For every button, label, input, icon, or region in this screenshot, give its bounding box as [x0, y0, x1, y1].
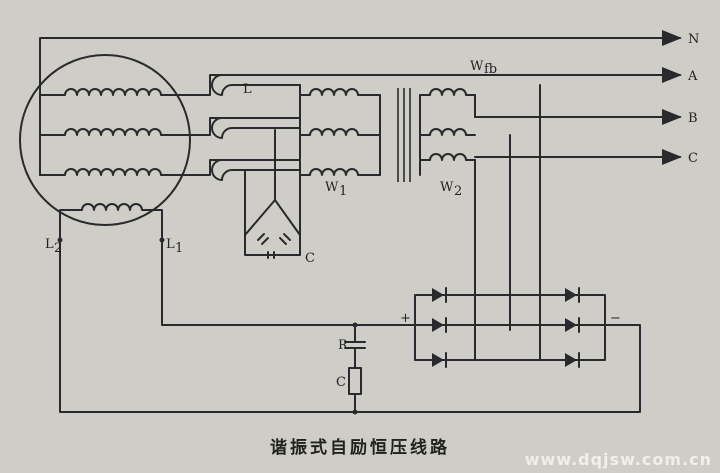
label-l2: L	[45, 237, 54, 252]
transformer-core	[397, 88, 411, 182]
watermark: www.dqjsw.com.cn	[524, 450, 712, 469]
excitation-winding	[59, 203, 163, 241]
label-n: N	[688, 32, 699, 47]
rectifier-bridge	[414, 287, 606, 368]
label-w-feedback-sub: fb	[484, 62, 497, 77]
label-reactor: L	[243, 82, 252, 97]
label-l1-sub: 1	[175, 241, 183, 256]
label-w1: W	[325, 180, 339, 195]
label-b: B	[688, 111, 698, 126]
label-l1: L	[166, 237, 175, 252]
label-plus: +	[400, 311, 411, 326]
label-l2-sub: 2	[54, 241, 62, 256]
label-r: R	[338, 338, 349, 353]
rc-filter	[344, 324, 366, 413]
label-minus: −	[610, 311, 621, 326]
capacitor-bank	[244, 129, 301, 259]
generator-circle	[19, 54, 191, 226]
label-w-feedback: W	[470, 59, 484, 74]
reactor-coils	[211, 74, 301, 181]
label-cap-bank: C	[305, 251, 315, 266]
w2-winding	[419, 88, 476, 176]
label-w2-sub: 2	[454, 184, 462, 199]
stator-windings	[39, 88, 191, 176]
caption: 谐振式自励恒压线路	[270, 438, 450, 458]
neutral-line	[39, 30, 682, 96]
label-c-filter: C	[336, 375, 346, 390]
label-w2: W	[440, 180, 454, 195]
label-c: C	[688, 151, 698, 166]
label-a: A	[687, 69, 698, 84]
label-w1-sub: 1	[339, 184, 347, 199]
w1-winding	[299, 84, 381, 176]
